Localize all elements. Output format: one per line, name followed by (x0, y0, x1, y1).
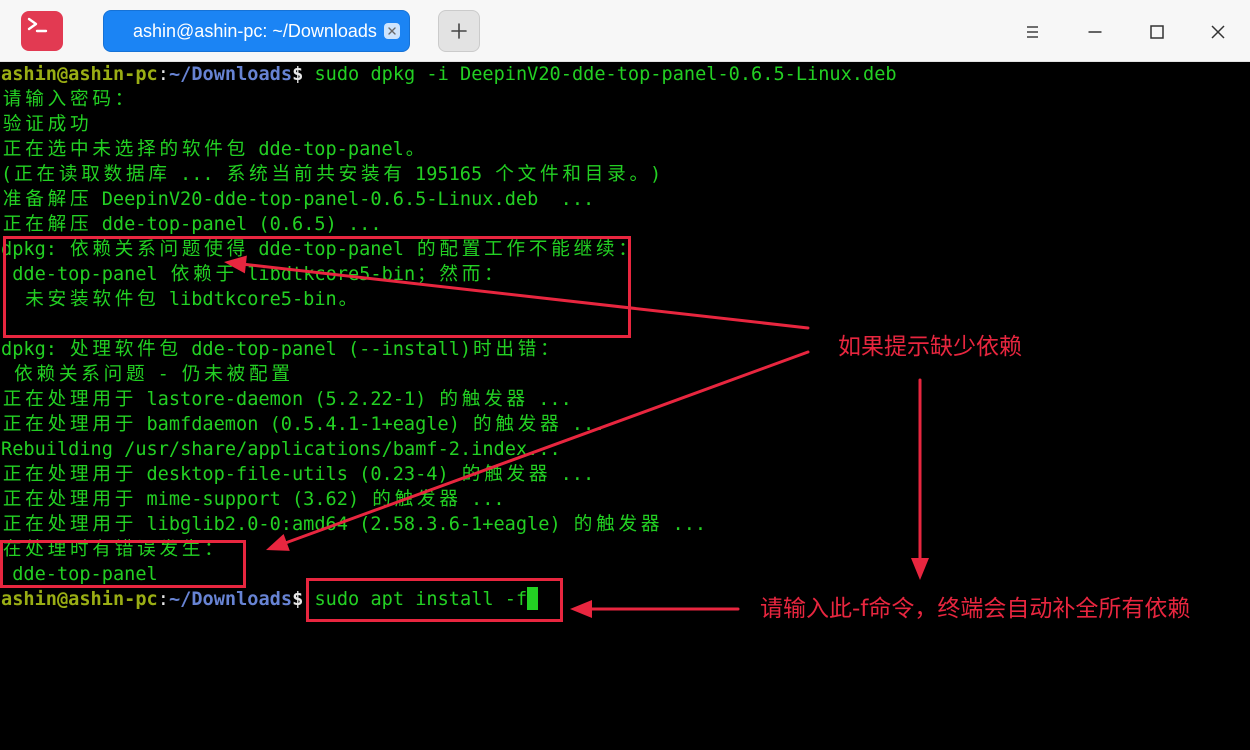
terminal-line-error: 在处理时有错误发生： (2, 539, 223, 560)
terminal-line-error: dde-top-panel (1, 564, 158, 585)
annotation-fix-command-note: 请输入此-f命令，终端会自动补全所有依赖 (760, 596, 1191, 622)
tab-title: ashin@ashin-pc: ~/Downloads (133, 21, 377, 41)
minimize-button[interactable] (1075, 12, 1115, 52)
prompt-separator: : (157, 589, 169, 610)
terminal-line: 依赖关系问题 - 仍未被配置 (14, 364, 291, 385)
prompt-symbol: $ (292, 589, 304, 610)
title-bar: ashin@ashin-pc: ~/Downloads (0, 0, 1250, 62)
close-button[interactable] (1198, 12, 1238, 52)
terminal-line: 正在处理用于 mime-support (3.62) 的触发器 ... (2, 489, 505, 510)
maximize-icon (1150, 25, 1164, 39)
terminal-line: 准备解压 DeepinV20-dde-top-panel-0.6.5-Linux… (2, 189, 595, 210)
executed-command: sudo dpkg -i DeepinV20-dde-top-panel-0.6… (314, 64, 897, 85)
terminal-line-error: dpkg: 处理软件包 dde-top-panel (--install)时出错… (1, 339, 559, 360)
terminal-line: 请输入密码： (2, 89, 134, 110)
prompt-user-host: ashin@ashin-pc (1, 64, 158, 85)
terminal-line: 正在选中未选择的软件包 dde-top-panel。 (2, 139, 425, 160)
prompt-path: ~/Downloads (168, 64, 293, 85)
minimize-icon (1088, 31, 1102, 33)
terminal-line-error: dpkg: 依赖关系问题使得 dde-top-panel 的配置工作不能继续： (1, 239, 637, 260)
terminal-line: 正在解压 dde-top-panel (0.6.5) ... (2, 214, 382, 235)
terminal-line: Rebuilding /usr/share/applications/bamf-… (1, 439, 561, 460)
tab-close-button[interactable] (384, 23, 400, 39)
current-command-input[interactable]: sudo apt install -f (314, 589, 528, 610)
annotation-missing-dependency-note: 如果提示缺少依赖 (838, 334, 1022, 360)
terminal-line: 正在处理用于 bamfdaemon (0.5.4.1-1+eagle) 的触发器… (2, 414, 606, 435)
prompt-user-host: ashin@ashin-pc (1, 589, 158, 610)
terminal-line: 验证成功 (2, 114, 89, 135)
prompt-symbol: $ (292, 64, 304, 85)
terminal-line: (正在读取数据库 ... 系统当前共安装有 195165 个文件和目录。) (1, 164, 662, 185)
terminal-icon (21, 11, 63, 51)
prompt-path: ~/Downloads (168, 589, 293, 610)
terminal-blank-line (1, 312, 1249, 337)
terminal-app-icon (21, 11, 63, 51)
terminal-line-error: dde-top-panel 依赖于 libdtkcore5-bin；然而： (1, 264, 503, 285)
terminal-output-area[interactable]: ashin@ashin-pc:~/Downloads$sudo dpkg -i … (1, 62, 1249, 750)
terminal-line: 正在处理用于 libglib2.0-0:amd64 (2.58.3.6-1+ea… (2, 514, 707, 535)
plus-icon (451, 23, 467, 39)
close-icon (1211, 25, 1225, 39)
text-cursor (527, 587, 539, 610)
terminal-line: 正在处理用于 lastore-daemon (5.2.22-1) 的触发器 ..… (2, 389, 572, 410)
terminal-line: 正在处理用于 desktop-file-utils (0.23-4) 的触发器 … (2, 464, 595, 485)
maximize-button[interactable] (1137, 12, 1177, 52)
menu-icon (1027, 26, 1038, 38)
menu-button[interactable] (1012, 12, 1052, 52)
new-tab-button[interactable] (438, 10, 480, 52)
tab-downloads[interactable]: ashin@ashin-pc: ~/Downloads (103, 10, 410, 52)
close-icon (388, 27, 396, 35)
terminal-line-error: 未安装软件包 libdtkcore5-bin。 (25, 289, 358, 310)
prompt-separator: : (157, 64, 169, 85)
terminal-prompt-line: ashin@ashin-pc:~/Downloads$ sudo dpkg -i … (1, 62, 1249, 87)
